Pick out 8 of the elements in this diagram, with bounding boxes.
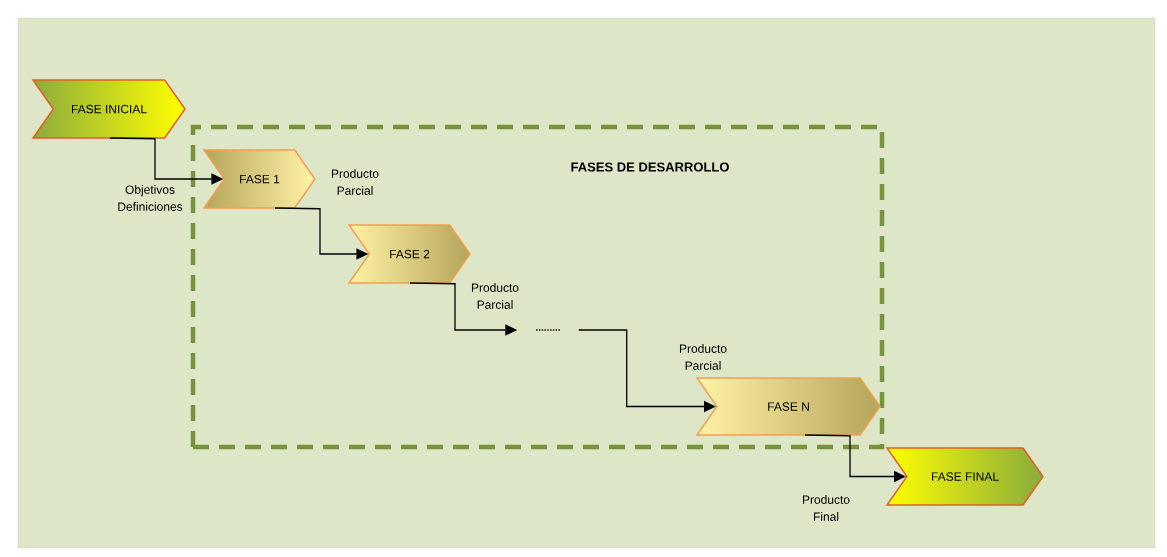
frame-title: FASES DE DESARROLLO bbox=[571, 162, 729, 172]
edge-label: Objetivos Definiciones bbox=[118, 185, 183, 211]
edge-label: Producto Parcial bbox=[680, 344, 727, 370]
edge-label: Producto Final bbox=[803, 495, 850, 521]
edge-label: Producto Parcial bbox=[472, 283, 519, 309]
dashed-frame bbox=[190, 124, 885, 450]
edge-label: Producto Parcial bbox=[332, 169, 379, 195]
ellipsis-text: ......... bbox=[536, 329, 560, 331]
